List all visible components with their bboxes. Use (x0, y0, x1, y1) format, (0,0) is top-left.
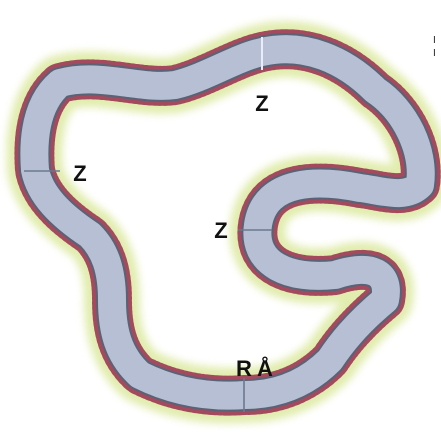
label-r-bottom: R (236, 356, 252, 381)
label-z-left: Z (73, 161, 86, 186)
edge-mark-2: I (433, 48, 436, 59)
label-z-center: Z (214, 218, 227, 243)
label-r-symbol: Å (257, 355, 273, 381)
label-z-top: Z (255, 91, 268, 116)
edge-mark-1: I (433, 35, 436, 46)
